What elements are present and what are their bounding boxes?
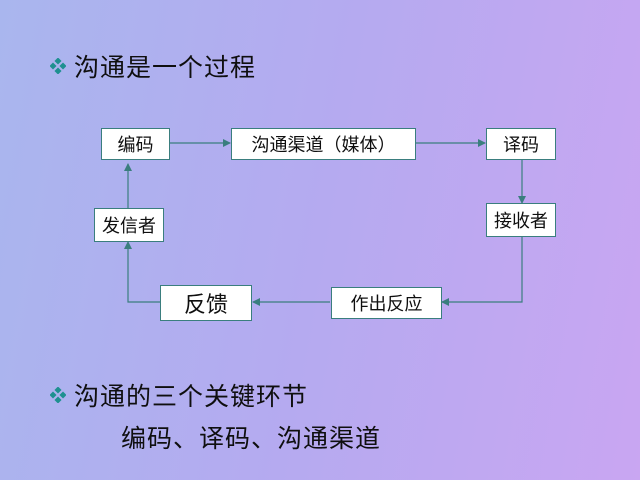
key-elements-line: 编码、译码、沟通渠道 — [121, 424, 382, 453]
node-sender: 发信者 — [94, 208, 164, 242]
arrow-feedback-to-sender — [124, 241, 160, 303]
arrow-receiver-to-response — [441, 237, 523, 306]
node-receiver: 接收者 — [486, 203, 556, 237]
node-response: 作出反应 — [331, 287, 442, 319]
node-channel: 沟通渠道（媒体） — [231, 128, 416, 160]
node-decode: 译码 — [486, 128, 556, 160]
diamond-bullet-icon — [50, 387, 66, 403]
bullet-item-process: 沟通是一个过程 — [50, 48, 256, 84]
bullet-item-key-elements: 沟通的三个关键环节 — [50, 377, 308, 413]
node-feedback: 反馈 — [160, 285, 252, 321]
bullet-text: 沟通是一个过程 — [74, 53, 257, 82]
bullet-text: 沟通的三个关键环节 — [74, 382, 309, 411]
node-encode: 编码 — [101, 128, 170, 160]
